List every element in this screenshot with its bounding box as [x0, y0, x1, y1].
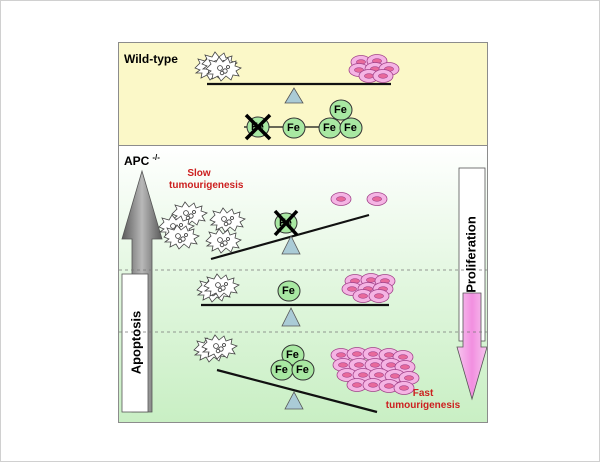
iron-label: Fe [275, 364, 288, 376]
apoptotic-cell [209, 207, 246, 233]
apoptotic-cell [205, 228, 242, 254]
proliferating-cell-cluster [341, 273, 396, 303]
proliferating-cell-cluster [348, 54, 400, 83]
wild-type-title: Wild-type [124, 52, 178, 66]
proliferating-cell [330, 192, 352, 206]
iron-label: Fe [323, 122, 336, 134]
cross-mark [244, 113, 272, 141]
slow-label-line2: tumourigenesis [169, 180, 244, 191]
fulcrum-fast [284, 391, 304, 410]
iron-label: Fe [282, 285, 295, 297]
cross-mark [273, 209, 299, 237]
diagram-panel: Wild-type APC-/- Slow tumourigenesis Fas… [118, 42, 488, 423]
apc-title-text: APC [124, 154, 150, 168]
iron-label: Fe [344, 122, 357, 134]
tilted-beam-fast [216, 368, 378, 414]
iron-label: Fe [334, 104, 347, 116]
diagram-drawing [119, 51, 487, 414]
apc-title: APC-/- [124, 153, 160, 168]
slow-label-line1: Slow [187, 168, 211, 179]
iron-label: Fe [296, 364, 309, 376]
apoptosis-label: Apoptosis [128, 310, 144, 375]
proliferation-label: Proliferation [463, 216, 479, 293]
proliferating-cell [366, 192, 388, 206]
tilted-beam-slow [210, 213, 370, 261]
fast-label-line2: tumourigenesis [385, 400, 461, 411]
iron-label: Fe [287, 122, 300, 134]
apoptosis-arrow [121, 169, 163, 413]
iron-label: Fe [279, 217, 292, 229]
fast-tumourigenesis-label: Fast tumourigenesis [382, 388, 464, 412]
apc-genotype-superscript: -/- [152, 153, 160, 162]
fast-label-line1: Fast [412, 388, 434, 399]
fulcrum-slow [281, 235, 301, 255]
iron-label: Fe [251, 121, 264, 133]
slow-tumourigenesis-label: Slow tumourigenesis [169, 168, 244, 192]
proliferation-arrow [456, 167, 487, 401]
fulcrum-balanced [281, 307, 301, 327]
iron-label: Fe [286, 349, 299, 361]
wild-type-fulcrum [284, 87, 304, 104]
